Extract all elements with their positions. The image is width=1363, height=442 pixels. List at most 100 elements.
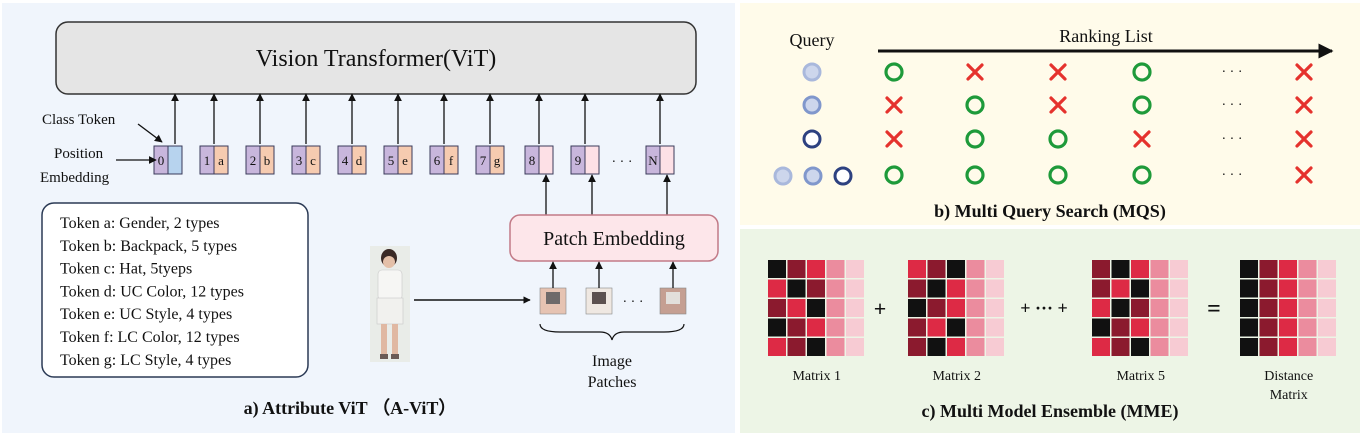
matrix-cell [1150,299,1169,317]
query-markers [773,62,853,186]
matrix-cell [807,260,825,278]
matrix-cell [1259,299,1278,317]
plus-sign: + [874,296,887,321]
matrix-cell [927,318,946,337]
matrix-cell [1150,318,1169,337]
matrix-cell [1318,299,1336,317]
matrix-cell [1318,260,1336,278]
matrix-cell [966,318,985,337]
attribute-token [351,145,367,175]
matrix-cell [947,279,965,298]
mismatch-icon [1295,130,1313,148]
matrix-cell [1318,338,1336,356]
matrix-cell [826,299,845,317]
attribute-token [305,145,321,175]
matrix-cell [1298,318,1317,337]
matrix-cell [787,260,806,278]
matrix-cell [966,279,985,298]
query-label: Query [790,30,835,50]
matrix-cell [947,338,965,356]
matrix-cell [966,299,985,317]
matrix-label: Matrix 1 [792,369,841,384]
matrix-cell [826,338,845,356]
position-index: 1 [204,153,211,168]
panel-b: Query Ranking List · · ·· · ·· · ·· · · … [773,26,1334,222]
panel-b-background [740,3,1360,225]
matrix-cell [768,318,786,337]
legend-item: Token a: Gender, 2 types [60,215,220,232]
matrix-cell [807,299,825,317]
matrix-cell [966,260,985,278]
matrix-cell [846,318,864,337]
matrix-cell [1279,279,1297,298]
matrix-cell [787,338,806,356]
match-icon [1048,129,1068,149]
mismatch-icon [885,130,903,148]
attribute-letter: a [218,153,224,168]
match-icon [1132,62,1152,82]
attribute-letter: f [449,153,454,168]
matrix-cell [1298,279,1317,298]
match-icon [965,95,985,115]
position-index: 9 [575,153,582,168]
matrix-cell [1318,318,1336,337]
token-ellipsis: · · · [612,155,633,170]
patch-token [659,145,675,175]
matrix-cell [1150,338,1169,356]
mismatch-stroke [1049,63,1067,81]
legend-item: Token f: LC Color, 12 types [60,329,240,346]
matrix-cell [908,299,926,317]
match-icon [884,62,904,82]
mismatch-icon [1295,96,1313,114]
matrix-cell [1150,260,1169,278]
matrix-cell [1131,260,1149,278]
mismatch-stroke [885,96,903,114]
mismatch-stroke [1295,63,1313,81]
query-marker [802,129,822,149]
legend-item: Token d: UC Color, 12 types [60,283,244,300]
caption-c: c) Multi Model Ensemble (MME) [922,401,1179,422]
matrix-cell [1279,299,1297,317]
query-marker [833,166,853,186]
match-icon [965,129,985,149]
matrix-cell [787,279,806,298]
matrix-cell [846,299,864,317]
attribute-token [397,145,413,175]
query-marker [802,62,822,82]
matrix-cell [1170,279,1188,298]
patch-embedding-box [509,214,719,262]
mismatch-icon [1049,63,1067,81]
matrix-cell [1170,318,1188,337]
legend-item: Token b: Backpack, 5 types [60,238,237,255]
mismatch-stroke [966,63,984,81]
matrix-cell [826,318,845,337]
matrix [1092,260,1188,356]
matrix-cell [1240,318,1258,337]
matrix-cell [768,279,786,298]
matrix-cell [1111,260,1130,278]
matrix-cell [1259,279,1278,298]
matrix-cell [947,318,965,337]
mismatch-stroke [1295,130,1313,148]
matrix-cell [947,260,965,278]
position-index: N [648,153,658,168]
matrix-cell [908,318,926,337]
patch-token [584,145,600,175]
matrix-cell [1131,279,1149,298]
matrix-label: Matrix 2 [932,369,981,384]
matrix-cell [768,299,786,317]
matrix-cell [908,260,926,278]
matrix-cell [908,338,926,356]
attribute-letter: g [494,153,501,168]
patch-ellipsis: · · · [623,295,644,310]
plus-ellipsis-plus: + ··· + [1020,298,1068,318]
position-index: 4 [342,153,349,168]
position-index: 5 [388,153,395,168]
vit-label: Vision Transformer(ViT) [256,46,496,72]
matrix-cell [1298,338,1317,356]
matrix-cell [1131,318,1149,337]
image-patches-label-line1: Image [592,353,632,370]
